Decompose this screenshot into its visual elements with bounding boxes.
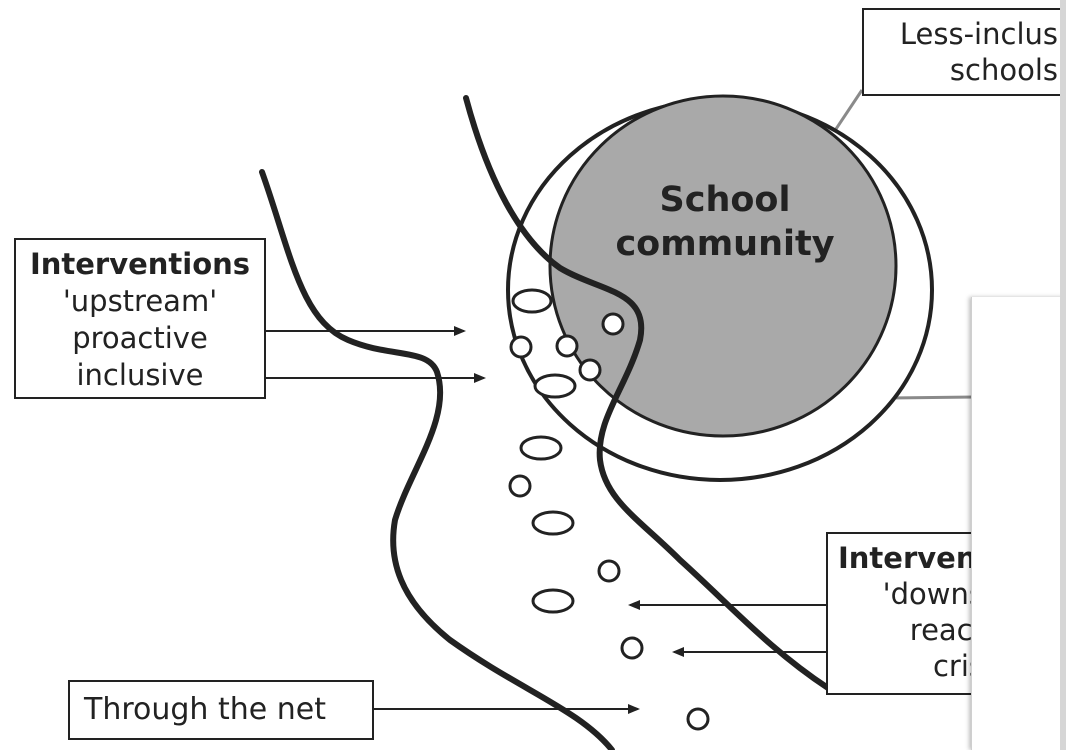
pupil-oval <box>531 510 575 536</box>
pupil-circle <box>578 358 602 382</box>
less-inclusive-schools-box: Less-inclus schools <box>862 8 1066 96</box>
pupil-oval <box>533 373 577 399</box>
downstream-line-2: 'downs <box>882 577 984 611</box>
pupil-circle <box>508 474 532 498</box>
right-connector <box>889 395 976 400</box>
pupil-circle <box>620 636 644 660</box>
upstream-title: Interventions <box>29 247 251 281</box>
pupil-circle <box>601 312 625 336</box>
pupil-circle <box>509 335 533 359</box>
community-line-1: School <box>659 180 791 220</box>
left-flow-curve <box>259 169 615 750</box>
page-edge <box>1060 0 1066 750</box>
school-community-circle <box>548 94 898 438</box>
overlapping-page-panel <box>971 297 1066 750</box>
less-inclusive-line-1: Less-inclus <box>899 17 1058 51</box>
downstream-line-3: react <box>909 613 984 647</box>
upstream-line-2: 'upstream' <box>62 284 218 318</box>
pupil-oval <box>511 288 553 314</box>
upstream-line-4: inclusive <box>76 358 204 392</box>
pupil-circle <box>686 707 710 731</box>
through-the-net-box: Through the net <box>68 680 374 740</box>
less-inclusive-line-2: schools <box>949 53 1058 87</box>
pupil-oval <box>519 435 563 461</box>
upstream-line-3: proactive <box>72 321 208 355</box>
community-line-2: community <box>615 224 835 264</box>
pupil-oval <box>531 588 575 614</box>
downstream-title: Interven <box>838 541 977 575</box>
downstream-line-4: cris <box>932 649 984 683</box>
pupil-markers <box>508 288 710 731</box>
pupil-circle <box>597 559 621 583</box>
school-community-label: School community <box>590 178 860 266</box>
right-flow-curve <box>463 95 831 691</box>
through-the-net-label: Through the net <box>84 692 326 727</box>
upstream-interventions-box: Interventions 'upstream' proactive inclu… <box>14 238 266 399</box>
pupil-circle <box>555 334 579 358</box>
